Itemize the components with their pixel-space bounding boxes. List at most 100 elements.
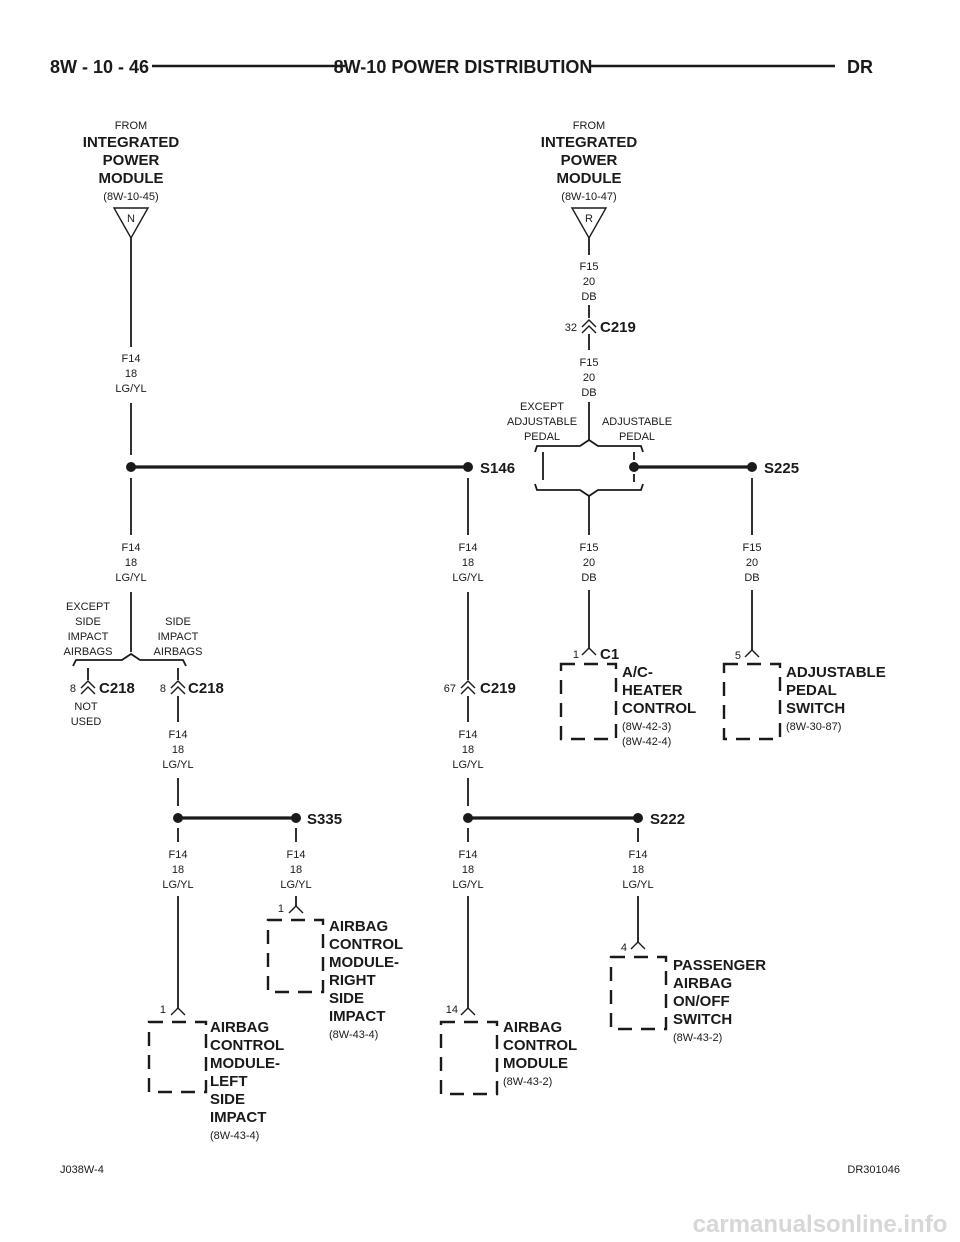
svg-text:18: 18 bbox=[172, 744, 184, 756]
source-ipm-r: FROM INTEGRATED POWER MODULE (8W-10-47) … bbox=[541, 120, 637, 240]
svg-text:18: 18 bbox=[462, 744, 474, 756]
svg-text:18: 18 bbox=[125, 557, 137, 569]
pin-chevron-icon bbox=[581, 647, 597, 656]
svg-text:LG/YL: LG/YL bbox=[622, 879, 653, 891]
component-acm-label: AIRBAG CONTROL MODULE (8W-43-2) bbox=[503, 1019, 577, 1088]
svg-text:18: 18 bbox=[125, 368, 137, 380]
connector-pin: 32 bbox=[565, 322, 577, 334]
component-pin: 14 bbox=[446, 1004, 458, 1016]
wire-label: F15 20 DB bbox=[743, 542, 762, 584]
svg-text:F15: F15 bbox=[580, 542, 599, 554]
option-bracket-bottom bbox=[534, 483, 644, 498]
svg-text:RIGHT: RIGHT bbox=[329, 972, 376, 989]
component-box-adjustable-pedal-switch bbox=[722, 662, 782, 741]
svg-text:20: 20 bbox=[583, 372, 595, 384]
svg-text:HEATER: HEATER bbox=[622, 682, 683, 699]
connector-c218-left: 8 C218 bbox=[70, 680, 135, 697]
source-from: FROM bbox=[573, 120, 605, 132]
svg-text:C218: C218 bbox=[188, 680, 224, 697]
svg-text:20: 20 bbox=[746, 557, 758, 569]
svg-text:MODULE: MODULE bbox=[503, 1055, 568, 1072]
splice-label-s335: S335 bbox=[307, 811, 342, 828]
component-pin: 5 bbox=[735, 650, 741, 662]
connector-chevron-icon bbox=[170, 680, 186, 695]
wire-label: F14 18 LG/YL bbox=[115, 542, 146, 584]
connector-chevron-icon bbox=[80, 680, 96, 695]
svg-text:CONTROL: CONTROL bbox=[622, 700, 696, 717]
component-box-passenger-switch bbox=[609, 955, 668, 1031]
source-from: FROM bbox=[115, 120, 147, 132]
component-box-acm-right bbox=[266, 918, 325, 994]
svg-text:F14: F14 bbox=[169, 729, 188, 741]
component-passenger-switch-label: PASSENGER AIRBAG ON/OFF SWITCH (8W-43-2) bbox=[673, 957, 766, 1044]
svg-text:IMPACT: IMPACT bbox=[158, 631, 199, 643]
svg-text:CONTROL: CONTROL bbox=[503, 1037, 577, 1054]
source-ref: (8W-10-47) bbox=[561, 191, 616, 203]
svg-text:C219: C219 bbox=[480, 680, 516, 697]
option-side-impact: SIDE IMPACT AIRBAGS bbox=[154, 616, 203, 658]
source-name-line: POWER bbox=[561, 152, 618, 169]
source-name-line: INTEGRATED bbox=[83, 134, 180, 151]
connector-c219-32: 32 C219 bbox=[565, 319, 636, 336]
svg-text:PEDAL: PEDAL bbox=[524, 431, 560, 443]
svg-text:IMPACT: IMPACT bbox=[329, 1008, 385, 1025]
component-ac-heater-label: A/C- HEATER CONTROL (8W-42-3) (8W-42-4) bbox=[622, 664, 696, 748]
svg-text:F15: F15 bbox=[743, 542, 762, 554]
svg-text:ADJUSTABLE: ADJUSTABLE bbox=[786, 664, 886, 681]
svg-text:F14: F14 bbox=[122, 353, 141, 365]
svg-text:DB: DB bbox=[581, 572, 596, 584]
wire-label: F14 18 LG/YL bbox=[280, 849, 311, 891]
connector-c218-right: 8 C218 bbox=[160, 680, 224, 697]
option-except-adjustable-pedal: EXCEPT ADJUSTABLE PEDAL bbox=[507, 401, 577, 443]
svg-text:PEDAL: PEDAL bbox=[786, 682, 837, 699]
svg-text:F14: F14 bbox=[629, 849, 648, 861]
svg-text:EXCEPT: EXCEPT bbox=[66, 601, 110, 613]
splice-label-s146: S146 bbox=[480, 460, 515, 477]
svg-text:67: 67 bbox=[444, 683, 456, 695]
svg-text:AIRBAGS: AIRBAGS bbox=[64, 646, 113, 658]
pin-chevron-icon bbox=[630, 941, 646, 950]
header-code: DR bbox=[847, 57, 873, 77]
wire-label: F14 18 LG/YL bbox=[622, 849, 653, 891]
source-name-line: MODULE bbox=[557, 170, 622, 187]
svg-text:C218: C218 bbox=[99, 680, 135, 697]
connector-chevron-icon bbox=[460, 680, 476, 695]
wire-label: F14 18 LG/YL bbox=[452, 729, 483, 771]
component-box-acm-left bbox=[147, 1020, 208, 1094]
connector-name: C219 bbox=[600, 319, 636, 336]
svg-text:(8W-43-2): (8W-43-2) bbox=[673, 1032, 722, 1044]
svg-text:EXCEPT: EXCEPT bbox=[520, 401, 564, 413]
option-bracket-top bbox=[534, 438, 644, 453]
svg-text:8: 8 bbox=[160, 683, 166, 695]
pin-chevron-icon bbox=[744, 649, 760, 658]
svg-text:LEFT: LEFT bbox=[210, 1073, 248, 1090]
splice-label-s222: S222 bbox=[650, 811, 685, 828]
svg-text:NOT: NOT bbox=[74, 701, 98, 713]
wire-label: F14 18 LG/YL bbox=[162, 849, 193, 891]
svg-text:F14: F14 bbox=[459, 849, 478, 861]
component-pin: 1 bbox=[160, 1004, 166, 1016]
svg-text:MODULE-: MODULE- bbox=[210, 1055, 280, 1072]
splice-dot bbox=[126, 462, 136, 472]
svg-text:F15: F15 bbox=[580, 261, 599, 273]
svg-text:MODULE-: MODULE- bbox=[329, 954, 399, 971]
page-title: 8W-10 POWER DISTRIBUTION bbox=[334, 57, 593, 77]
component-adjustable-pedal-switch-label: ADJUSTABLE PEDAL SWITCH (8W-30-87) bbox=[786, 664, 886, 733]
svg-text:F14: F14 bbox=[122, 542, 141, 554]
component-box-ac-heater bbox=[559, 662, 618, 741]
source-pin: N bbox=[127, 213, 135, 225]
svg-text:C1: C1 bbox=[600, 646, 619, 663]
svg-text:(8W-42-3): (8W-42-3) bbox=[622, 721, 671, 733]
svg-text:18: 18 bbox=[462, 557, 474, 569]
svg-text:F15: F15 bbox=[580, 357, 599, 369]
svg-text:(8W-43-4): (8W-43-4) bbox=[210, 1130, 259, 1142]
component-acm-left-label: AIRBAG CONTROL MODULE- LEFT SIDE IMPACT … bbox=[210, 1019, 284, 1142]
svg-text:SIDE: SIDE bbox=[75, 616, 101, 628]
svg-text:AIRBAG: AIRBAG bbox=[210, 1019, 269, 1036]
svg-text:DB: DB bbox=[744, 572, 759, 584]
svg-text:A/C-: A/C- bbox=[622, 664, 653, 681]
page-header: 8W - 10 - 46 8W-10 POWER DISTRIBUTION DR bbox=[50, 57, 873, 77]
svg-text:CONTROL: CONTROL bbox=[329, 936, 403, 953]
svg-text:F14: F14 bbox=[169, 849, 188, 861]
svg-text:18: 18 bbox=[632, 864, 644, 876]
